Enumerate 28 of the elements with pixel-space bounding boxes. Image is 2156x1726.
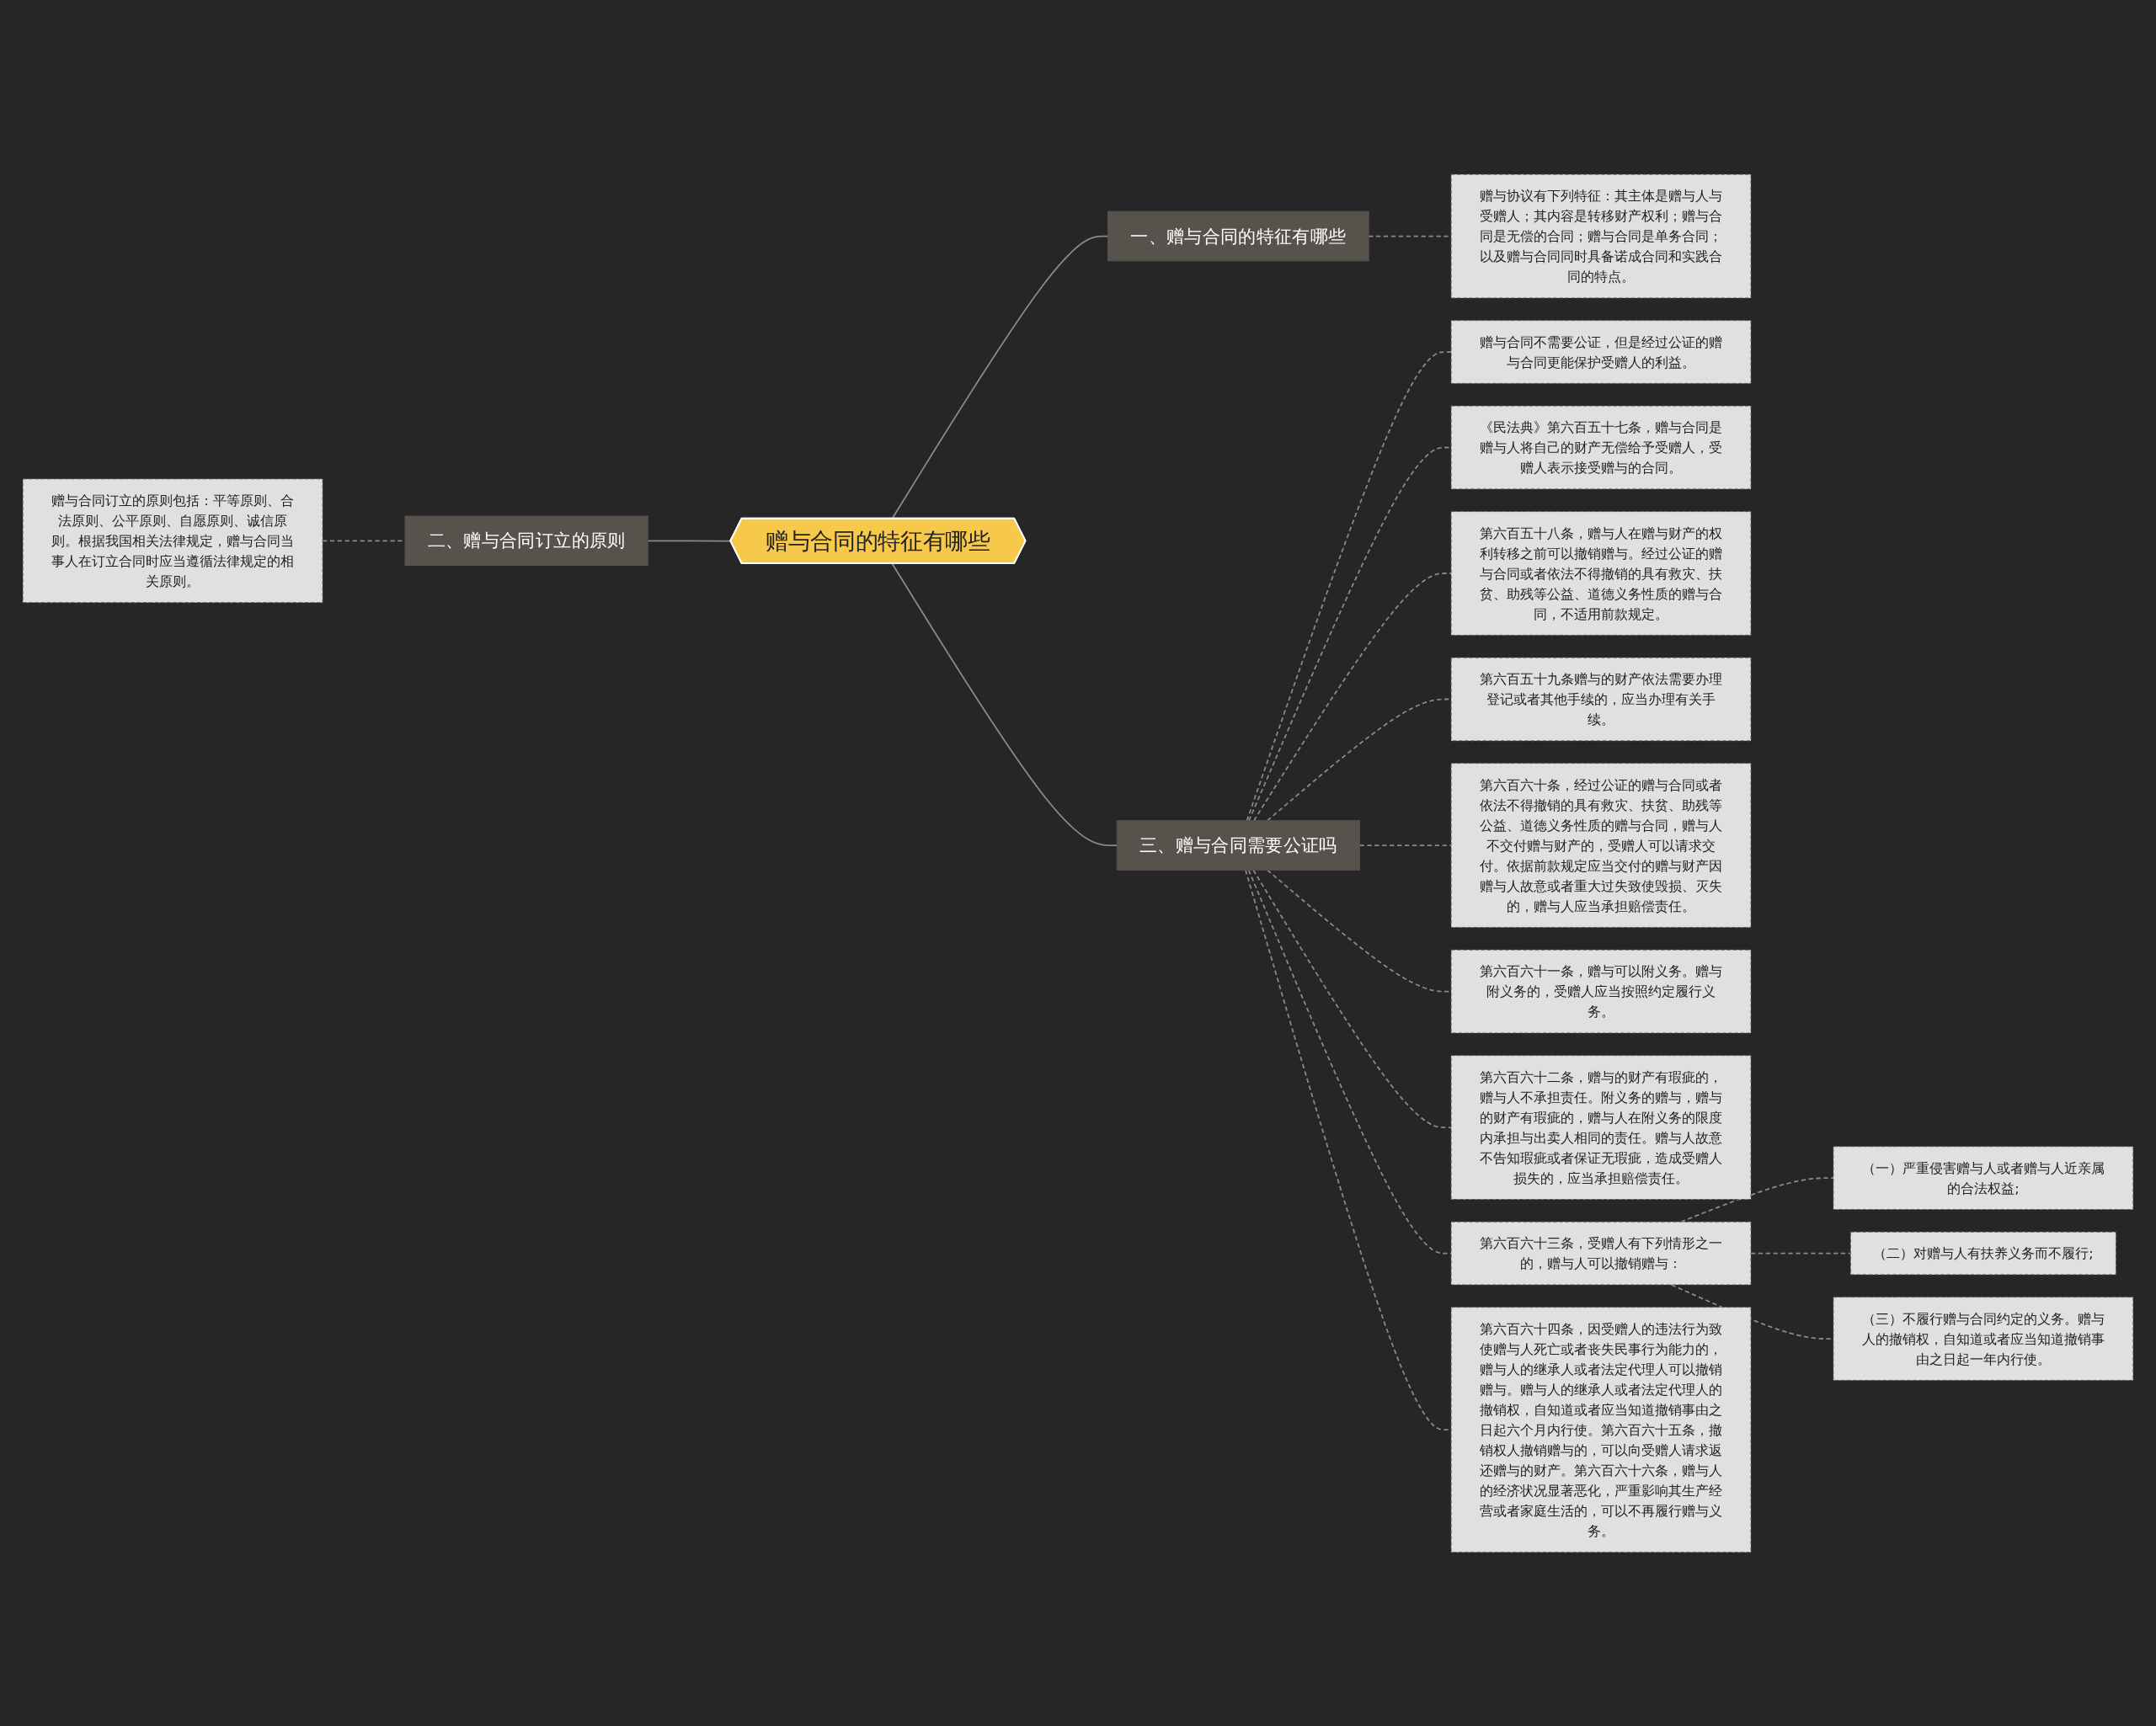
node-box xyxy=(1450,173,1752,298)
node-box xyxy=(1450,762,1752,928)
node-box xyxy=(1849,1231,2116,1275)
connector xyxy=(1750,1252,1852,1255)
connector xyxy=(647,540,732,542)
node-box xyxy=(404,515,648,566)
connector xyxy=(1247,869,1452,1255)
node-box xyxy=(1107,210,1369,261)
node-box xyxy=(1833,1296,2134,1381)
node-box xyxy=(1450,949,1752,1033)
connector xyxy=(891,562,1118,846)
connector xyxy=(1248,446,1452,822)
node-box xyxy=(1450,405,1752,489)
node-box xyxy=(1833,1145,2134,1210)
node-box xyxy=(1450,510,1752,636)
node-box xyxy=(1450,319,1752,384)
connector xyxy=(1246,350,1452,822)
connector xyxy=(1358,844,1452,846)
node-box xyxy=(1116,819,1360,871)
connector xyxy=(1252,869,1452,1128)
node-box xyxy=(1450,657,1752,741)
node-box xyxy=(22,478,323,603)
node-box xyxy=(1450,1221,1752,1285)
node-box xyxy=(1450,1054,1752,1200)
connector xyxy=(1252,572,1452,822)
connector xyxy=(891,235,1109,519)
node-box xyxy=(1450,1306,1752,1553)
connector xyxy=(1245,869,1452,1430)
